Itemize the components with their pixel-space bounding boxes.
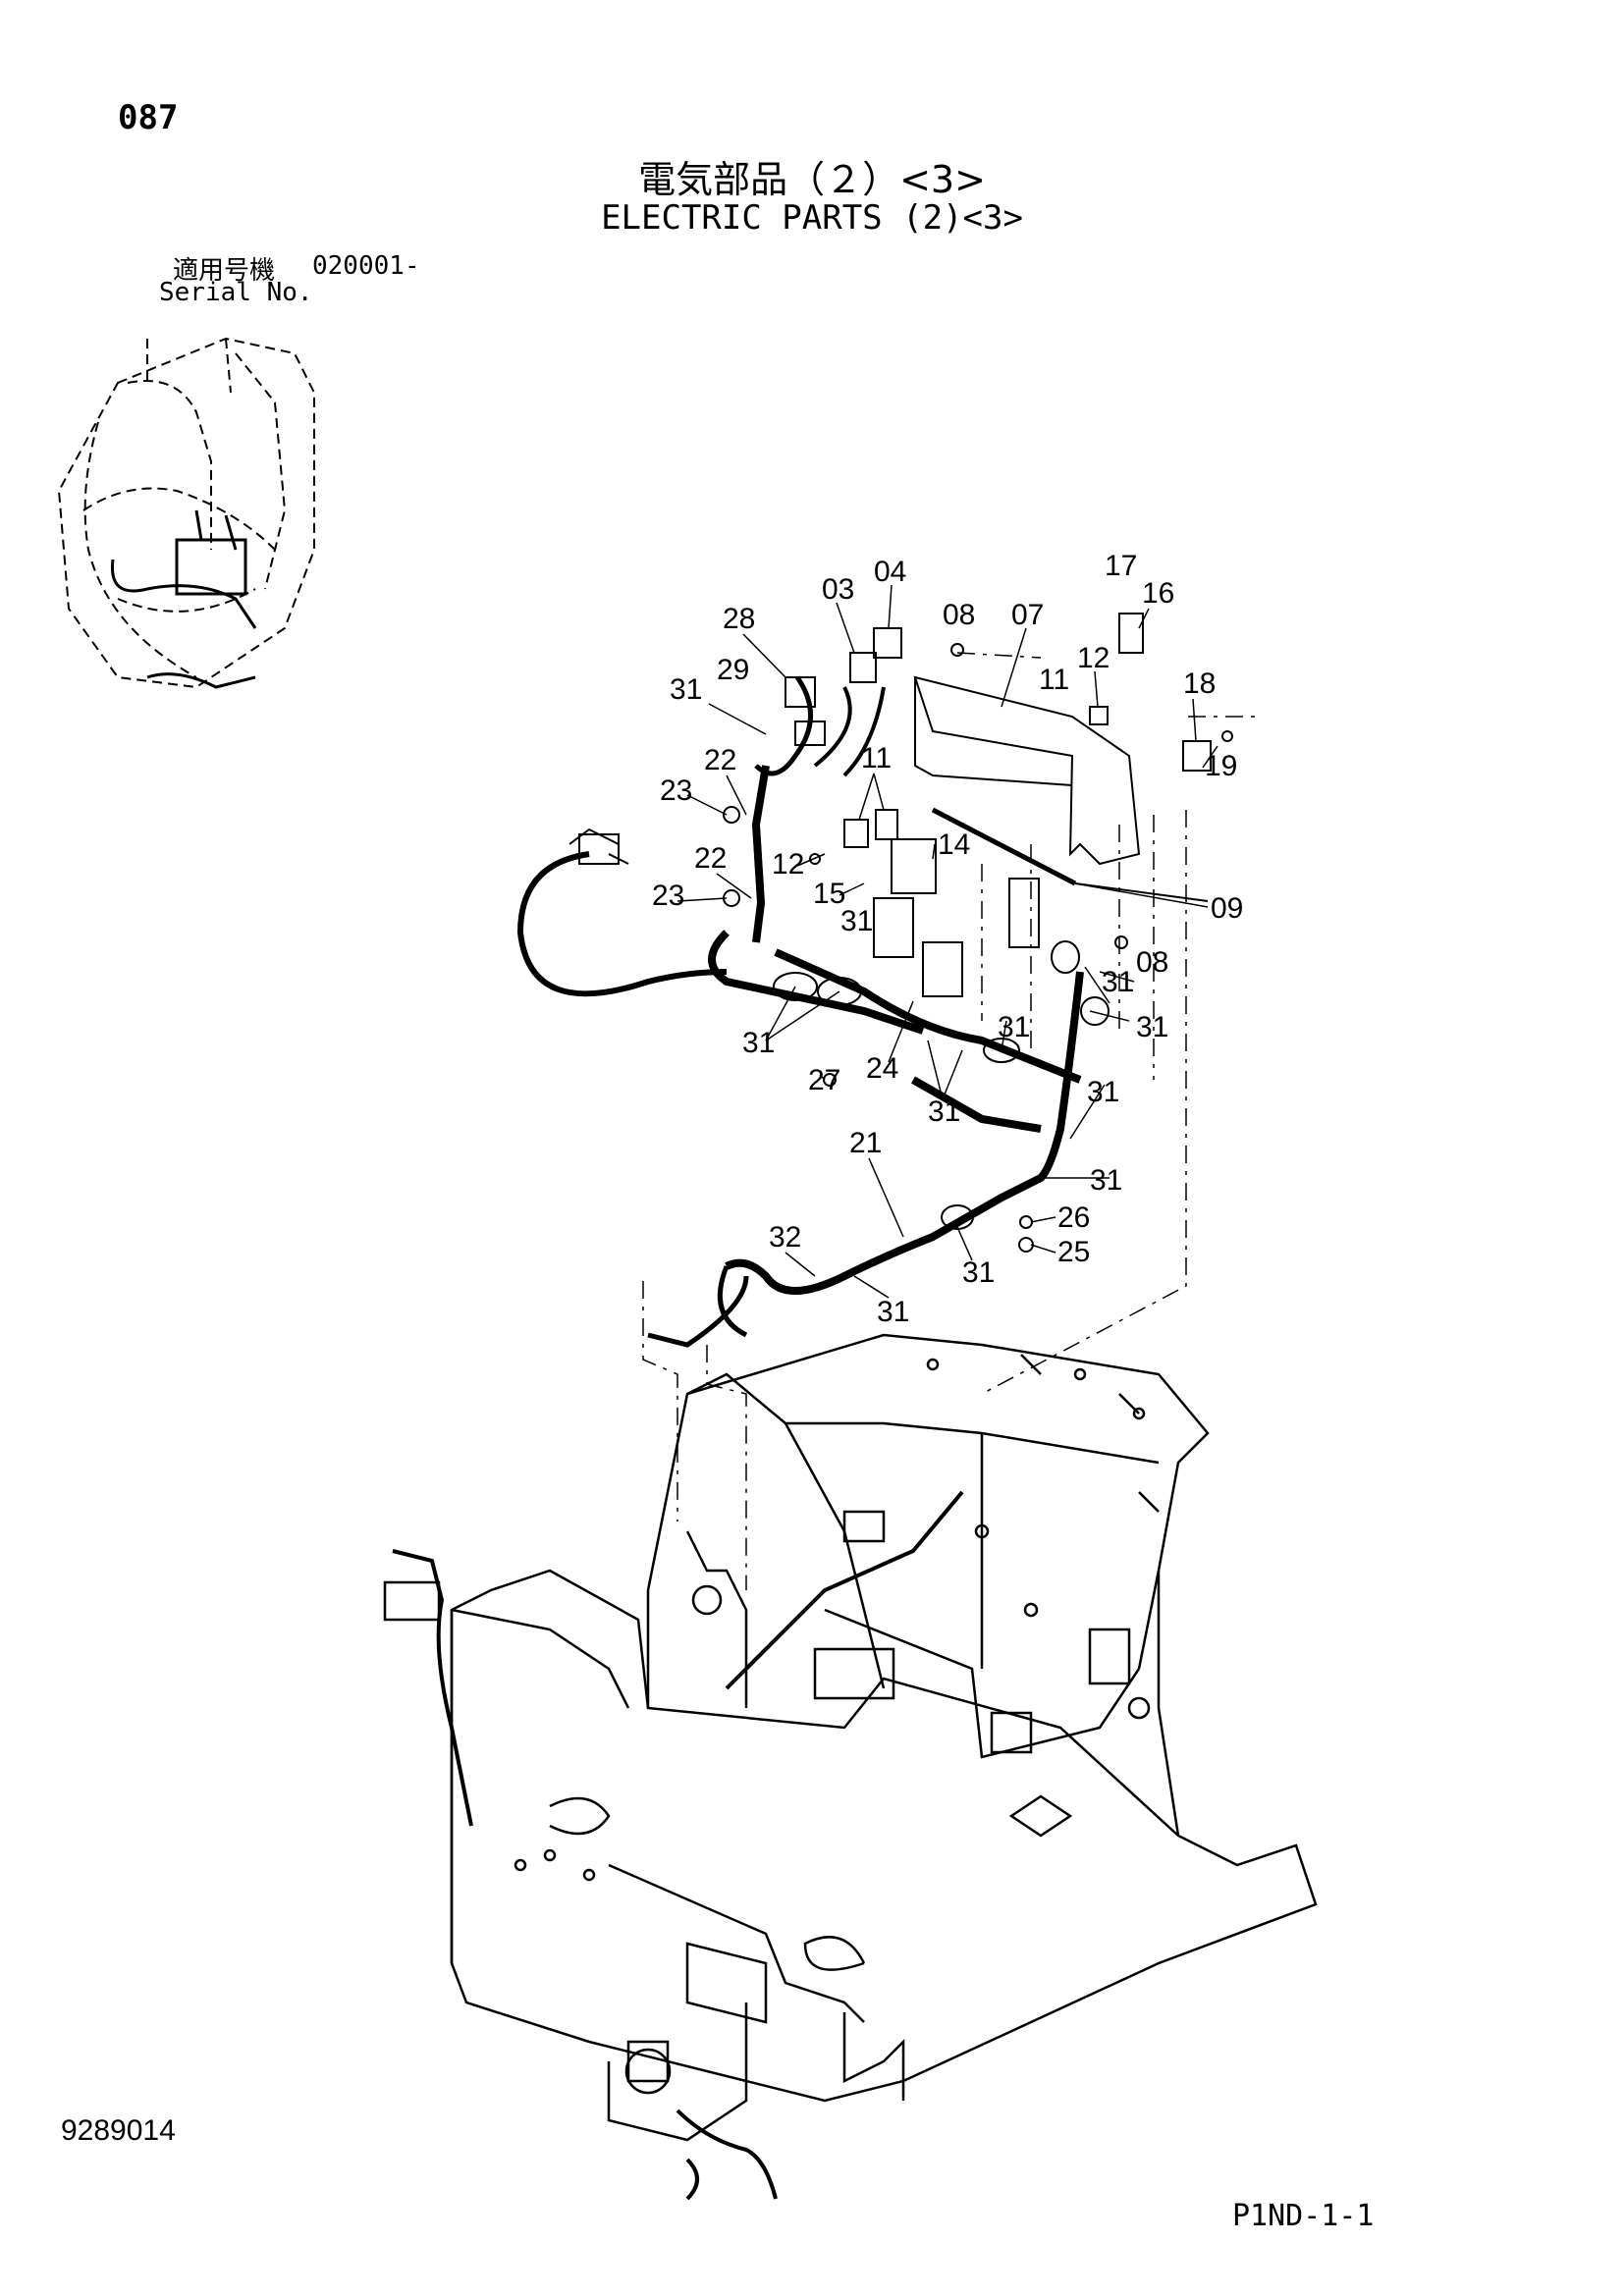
callout-28: 28 xyxy=(723,603,755,635)
callout-31: 31 xyxy=(962,1256,995,1289)
callout-31: 31 xyxy=(877,1296,909,1328)
callout-14: 14 xyxy=(938,828,970,861)
callout-08: 08 xyxy=(1136,946,1168,979)
callout-26: 26 xyxy=(1057,1201,1090,1234)
cab-frame xyxy=(383,1333,1318,2201)
callout-11: 11 xyxy=(861,742,892,774)
callout-17: 17 xyxy=(1105,550,1137,582)
callout-32: 32 xyxy=(769,1221,801,1254)
serial-label-japanese: 適用号機 xyxy=(173,256,276,286)
callout-31: 31 xyxy=(928,1095,960,1128)
callout-04: 04 xyxy=(874,556,906,588)
callout-27: 27 xyxy=(808,1064,840,1096)
callout-15: 15 xyxy=(813,878,845,910)
title-english: ELECTRIC PARTS (2)<3> xyxy=(601,198,1023,238)
callout-25: 25 xyxy=(1057,1236,1090,1268)
callout-12: 12 xyxy=(1077,642,1110,674)
callout-22: 22 xyxy=(704,744,736,776)
callout-24: 24 xyxy=(866,1052,898,1085)
callout-31: 31 xyxy=(1090,1164,1122,1197)
callout-08: 08 xyxy=(943,599,975,631)
title-japanese: 電気部品（２）<3> xyxy=(638,158,986,201)
callout-31: 31 xyxy=(998,1011,1030,1043)
callout-16: 16 xyxy=(1142,577,1174,610)
document-number: 9289014 xyxy=(61,2114,176,2147)
callout-31: 31 xyxy=(840,905,873,937)
callout-23: 23 xyxy=(660,774,692,807)
page-code: P1ND-1-1 xyxy=(1232,2199,1375,2233)
callout-31: 31 xyxy=(1102,966,1134,998)
callout-22: 22 xyxy=(694,842,727,875)
callout-07: 07 xyxy=(1011,599,1044,631)
overview-thumbnail xyxy=(57,337,315,689)
callout-09: 09 xyxy=(1211,892,1243,925)
callout-21: 21 xyxy=(849,1127,882,1159)
harness-assembly xyxy=(516,613,1233,1348)
callout-03: 03 xyxy=(822,573,854,606)
callout-18: 18 xyxy=(1183,667,1216,700)
callout-31: 31 xyxy=(1136,1011,1168,1043)
callout-19: 19 xyxy=(1205,750,1237,782)
callout-29: 29 xyxy=(717,654,749,686)
leader-lines xyxy=(677,584,1218,1299)
callout-23: 23 xyxy=(652,880,684,912)
serial-label-english: Serial No. xyxy=(159,278,313,307)
page-number: 087 xyxy=(118,98,179,137)
callout-31: 31 xyxy=(670,673,702,706)
serial-number-value: 020001- xyxy=(312,251,420,281)
callout-11: 11 xyxy=(1039,664,1069,696)
projection-lines xyxy=(642,652,1257,1590)
